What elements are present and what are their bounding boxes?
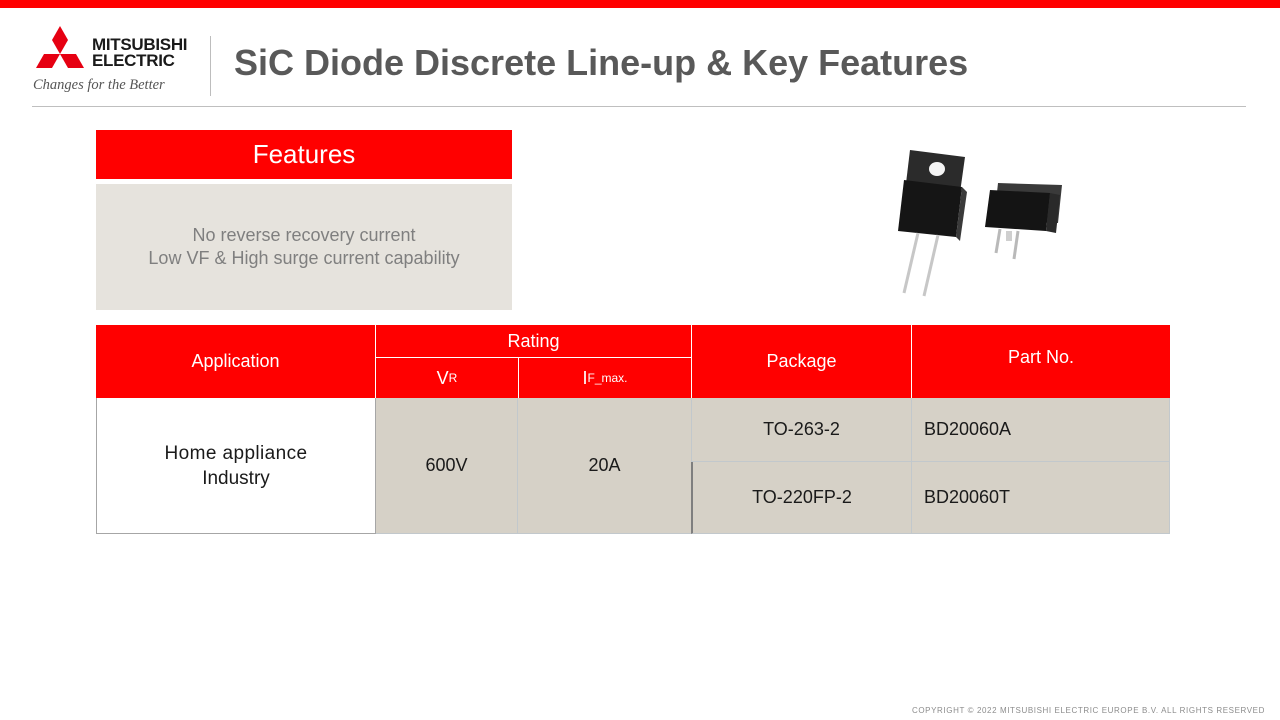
part-no-cell: BD20060T — [911, 462, 1170, 534]
three-diamonds-logo-icon — [36, 26, 84, 68]
package-cell: TO-220FP-2 — [691, 462, 911, 534]
header-rating: Rating — [375, 325, 691, 358]
if-value-cell: 20A — [518, 398, 691, 534]
page-title: SiC Diode Discrete Line-up & Key Feature… — [234, 42, 969, 83]
header-divider — [210, 36, 211, 96]
features-heading: Features — [96, 130, 512, 179]
header-package: Package — [691, 325, 911, 398]
package-cell: TO-263-2 — [691, 398, 911, 462]
header-rule — [32, 106, 1246, 107]
diode-product-photo — [898, 150, 1062, 297]
feature-item: Low VF & High surge current capability — [148, 248, 460, 268]
vr-value-cell: 600V — [376, 398, 518, 534]
application-cell: Home appliance Industry — [96, 398, 376, 534]
to263-package-icon — [985, 183, 1062, 260]
feature-item: No reverse recovery current — [192, 225, 416, 245]
header-part-no: Part No. — [911, 325, 1170, 398]
to220fp-package-icon — [898, 150, 967, 297]
logo-tagline: Changes for the Better — [33, 77, 165, 93]
logo-wordmark: MITSUBISHI ELECTRIC — [92, 35, 188, 70]
part-no-cell: BD20060A — [911, 398, 1170, 462]
features-box: No reverse recovery current Low VF & Hig… — [96, 184, 512, 310]
company-logo: MITSUBISHI ELECTRIC Changes for the Bett… — [32, 24, 212, 96]
top-accent-bar — [0, 0, 1280, 8]
header-application: Application — [96, 325, 375, 398]
copyright-notice: COPYRIGHT © 2022 MITSUBISHI ELECTRIC EUR… — [911, 706, 1265, 715]
